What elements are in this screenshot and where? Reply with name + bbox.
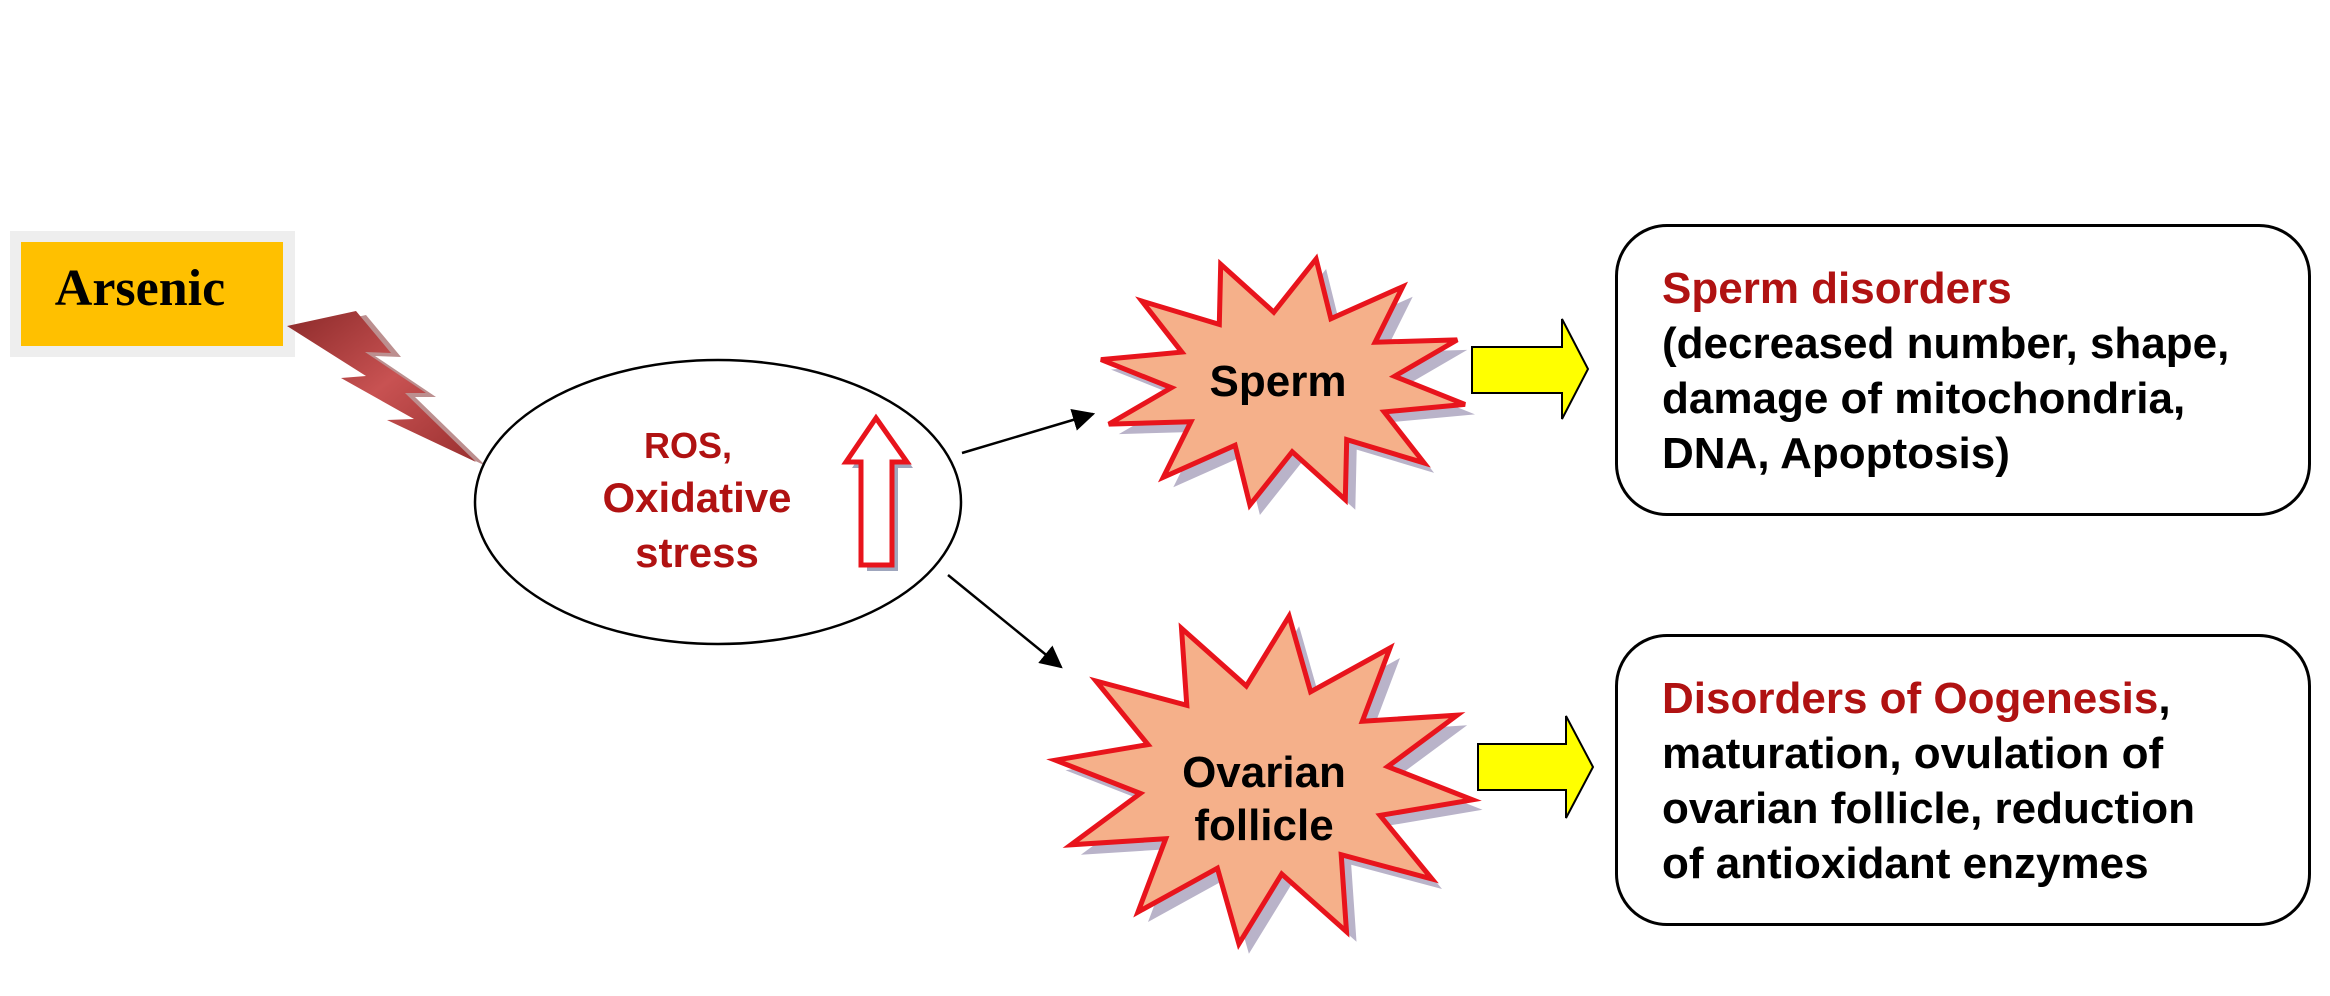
ros-label-line3: stress [635, 529, 759, 576]
ovarian-label-line1: Ovarian [1182, 748, 1346, 797]
oogenesis-title-suffix: , [2158, 674, 2171, 723]
ovarian-starburst [1046, 610, 1482, 950]
oogenesis-disorders-line3: of antioxidant enzymes [1662, 839, 2149, 888]
ovarian-outcome-arrow-icon [1477, 715, 1595, 819]
oogenesis-disorders-box: Disorders of Oogenesis, maturation, ovul… [1615, 634, 2311, 926]
arsenic-node: Arsenic [10, 231, 295, 357]
sperm-disorders-line2: damage of mitochondria, [1662, 374, 2186, 423]
increase-arrow-icon [841, 413, 913, 571]
sperm-disorders-line1: (decreased number, shape, [1662, 319, 2230, 368]
sperm-disorders-box: Sperm disorders (decreased number, shape… [1615, 224, 2311, 516]
sperm-node: Sperm [1100, 253, 1475, 515]
ros-to-sperm-arrow [961, 408, 1096, 455]
oogenesis-disorders-title: Disorders of Oogenesis [1662, 674, 2159, 723]
arsenic-label: Arsenic [55, 260, 225, 317]
ovarian-node: Ovarian follicle [1046, 610, 1483, 954]
arsenic-box [21, 242, 283, 346]
ovarian-label-line2: follicle [1194, 801, 1333, 850]
oogenesis-title-row: Disorders of Oogenesis, [1662, 671, 2268, 726]
sperm-label: Sperm [1210, 357, 1347, 406]
ros-ellipse [473, 358, 963, 646]
lightning-bolt-icon [287, 311, 486, 466]
ros-node: ROS, Oxidative stress [473, 358, 963, 646]
sperm-starburst [1100, 253, 1466, 511]
oogenesis-disorders-line2: ovarian follicle, reduction [1662, 784, 2196, 833]
oogenesis-disorders-line1: maturation, ovulation of [1662, 729, 2164, 778]
sperm-disorders-line3: DNA, Apoptosis) [1662, 429, 2010, 478]
ros-label-line2: Oxidative [602, 474, 791, 521]
ros-label-line1: ROS, [644, 425, 732, 466]
sperm-outcome-arrow-icon [1471, 318, 1590, 420]
sperm-disorders-title: Sperm disorders [1662, 264, 2012, 313]
ros-to-ovarian-arrow [947, 574, 1063, 669]
